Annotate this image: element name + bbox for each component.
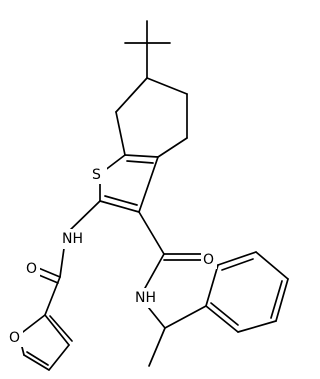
bond [99, 200, 140, 213]
bond [237, 320, 277, 333]
bond [44, 276, 61, 316]
structure-canvas: S NH O O O NH [7, 20, 289, 371]
bond [48, 344, 70, 371]
bond [26, 351, 49, 366]
bond [255, 251, 289, 280]
bond [205, 264, 219, 307]
bond [210, 302, 239, 326]
amide-nh-right: NH [135, 290, 156, 306]
sulfur-atom: S [92, 167, 101, 183]
bond [146, 77, 188, 95]
bond [65, 200, 101, 235]
bond [44, 314, 70, 346]
bond [124, 154, 159, 158]
amide-nh-left: NH [62, 231, 83, 247]
bond [217, 251, 257, 266]
atom-labels: S NH O O O NH [7, 164, 217, 347]
bond [18, 314, 46, 336]
bond [164, 305, 207, 329]
bond [221, 258, 254, 271]
bond [205, 305, 239, 333]
bond [138, 211, 165, 255]
bond [49, 315, 73, 342]
bond [126, 160, 154, 164]
amide-oxygen-right: O [203, 252, 214, 268]
bond [270, 280, 283, 319]
furan-oxygen: O [9, 330, 20, 346]
bond [115, 77, 148, 113]
molecule-structure: S NH O O O NH [7, 20, 289, 371]
bond [138, 156, 159, 213]
bond [157, 137, 188, 158]
bond [148, 327, 166, 367]
bond [115, 111, 126, 156]
bond [23, 354, 50, 371]
bond [104, 195, 138, 206]
bonds [18, 20, 289, 371]
bond [275, 278, 289, 322]
amide-oxygen-left: O [26, 261, 37, 277]
